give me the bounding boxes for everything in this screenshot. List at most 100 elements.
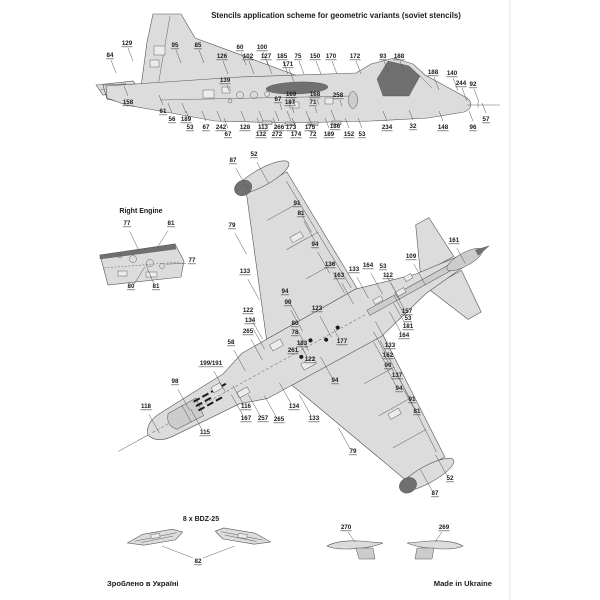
callout-leader [190, 408, 203, 430]
callout-label: 72 [310, 131, 317, 138]
top-view-aircraft [118, 160, 490, 494]
callout-leader [123, 85, 129, 97]
callout-label: 115 [200, 429, 211, 436]
page-title: Stencils application scheme for geometri… [211, 11, 461, 20]
callout-label: 75 [295, 53, 302, 60]
callout-leader [330, 109, 336, 121]
callout-leader [166, 263, 187, 265]
callout-leader [355, 60, 362, 75]
callout-leader [299, 211, 312, 233]
callout-label: 81 [153, 283, 160, 290]
callout-leader [258, 110, 264, 122]
part-269-drawing [406, 540, 464, 560]
callout-label: 133 [309, 415, 320, 422]
callout-label: 82 [195, 558, 202, 565]
callout-label: 56 [169, 116, 176, 123]
callout-leader [373, 331, 386, 353]
callout-leader [370, 273, 383, 295]
callout-leader [256, 162, 269, 184]
callout-leader [272, 117, 278, 129]
callout-leader [456, 248, 466, 264]
callout-leader [382, 110, 388, 122]
callout-label: 118 [141, 403, 152, 410]
callout-label: 162 [383, 352, 394, 359]
wing-edge-shape [265, 81, 329, 95]
callout-label: 168 [310, 91, 321, 98]
callout-label: 133 [240, 268, 251, 275]
callout-leader [232, 385, 244, 404]
callout-label: 133 [385, 342, 396, 349]
callout-leader [291, 106, 295, 114]
callout-label: 150 [310, 53, 321, 60]
callout-label: 60 [237, 44, 244, 51]
callout-leader [324, 117, 330, 129]
right-engine-heading: Right Engine [119, 208, 162, 215]
leader-82-left [161, 545, 194, 559]
callout-label: 199/191 [200, 360, 223, 367]
callout-label: 181 [403, 323, 414, 330]
callout-leader [373, 341, 386, 363]
callout-leader [279, 103, 283, 111]
callout-leader [315, 60, 322, 75]
footer-left: Зроблено в Україні [107, 579, 179, 588]
callout-label: 157 [402, 308, 413, 315]
callout-label: 163 [334, 272, 345, 279]
callout-leader [235, 168, 248, 190]
callout-label: 167 [241, 415, 252, 422]
callout-leader [286, 110, 292, 122]
callout-label: 269 [439, 524, 450, 531]
leader-82-right [202, 545, 236, 559]
callout-label: 270 [341, 524, 352, 531]
callout-label: 95 [172, 42, 179, 49]
callout-label: 90 [285, 299, 292, 306]
engine-detail-drawing [99, 243, 185, 286]
bdz-heading: 8 x BDZ-25 [183, 516, 219, 523]
callout-leader [333, 329, 340, 339]
callout-leader [158, 94, 164, 106]
callout-label: 94 [332, 377, 339, 384]
callout-label: 52 [251, 151, 258, 158]
callout-leader [262, 51, 269, 66]
callout-leader [435, 454, 448, 476]
callout-label: 58 [228, 339, 235, 346]
callout-label: 266 [274, 124, 285, 131]
callout-leader [133, 266, 145, 285]
callout-leader [223, 117, 229, 129]
callout-leader [247, 279, 260, 301]
callout-leader [320, 356, 333, 378]
callout-label: 94 [396, 385, 403, 392]
callout-leader [393, 302, 406, 324]
callout-label: 122 [305, 356, 316, 363]
callout-leader [319, 316, 332, 338]
callout-label: 87 [432, 490, 439, 497]
callout-leader [248, 394, 261, 416]
callout-label: 140 [447, 70, 458, 77]
callout-leader [389, 311, 402, 333]
callout-leader [332, 272, 345, 294]
callout-leader [156, 230, 168, 249]
callout-label: 161 [449, 237, 460, 244]
callout-label: 185 [277, 53, 288, 60]
callout-leader [413, 264, 426, 286]
callout-leader [177, 389, 190, 411]
callout-label: 94 [312, 241, 319, 248]
callout-label: 52 [447, 475, 454, 482]
callout-label: 272 [272, 131, 283, 138]
callout-label: 116 [241, 403, 252, 410]
callout-leader [338, 427, 351, 449]
callout-leader [256, 117, 262, 129]
callout-leader [250, 339, 263, 361]
callout-label: 186 [330, 123, 341, 130]
callout-label: 129 [122, 40, 133, 47]
callout-leader [145, 264, 154, 284]
callout-label: 189 [181, 116, 192, 123]
callout-label: 177 [337, 338, 348, 345]
bdz-pylon-left [126, 528, 184, 546]
callout-label: 265 [274, 416, 285, 423]
callout-label: 244 [456, 80, 467, 87]
callout-label: 123 [312, 305, 323, 312]
callout-label: 128 [240, 124, 251, 131]
